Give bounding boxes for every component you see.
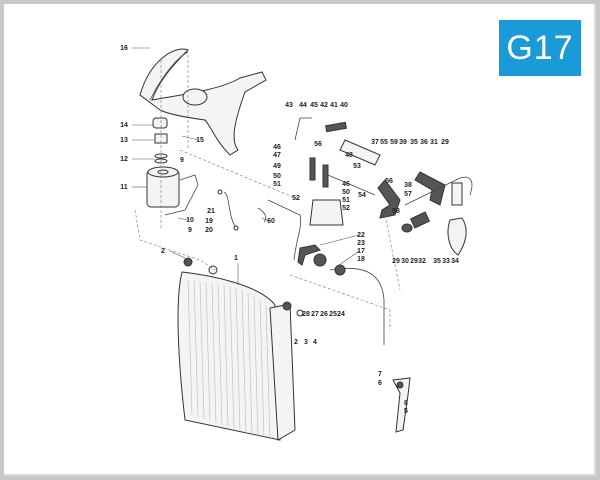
diagram-code-badge: G17 [499,20,581,76]
callout-label: 25 [329,311,337,318]
callout-label: 29 [392,258,400,265]
callout-label: 8 [404,400,408,407]
diagram-frame [4,4,596,476]
callout-label: 16 [120,45,128,52]
callout-label: 51 [273,181,281,188]
callout-label: 52 [342,205,350,212]
coolant-hoses [294,117,473,256]
callout-label: 6 [378,380,382,387]
callout-label: 46 [273,144,281,151]
callout-label: 28 [302,311,310,318]
callout-label: 53 [353,163,361,170]
callout-label: 23 [357,240,365,247]
callout-label: 57 [404,191,412,198]
callout-label: 35 [433,258,441,265]
callout-label: 18 [357,256,365,263]
callout-label: 43 [285,102,293,109]
callout-label: 20 [205,227,213,234]
callout-label: 12 [120,156,128,163]
callout-label: 9 [188,227,192,234]
callout-label: 46 [342,181,350,188]
fairing-part [139,48,267,156]
callout-label: 36 [420,139,428,146]
callout-label: 13 [120,137,128,144]
callout-label: 52 [292,195,300,202]
callout-label: 7 [378,371,382,378]
callout-label: 38 [404,182,412,189]
callout-label: 50 [342,189,350,196]
callout-label: 4 [313,339,317,346]
callout-label: 19 [205,218,213,225]
callout-label: 39 [399,139,407,146]
callout-label: 22 [357,232,365,239]
callout-label: 58 [392,208,400,215]
callout-label: 34 [451,258,459,265]
callout-label: 29 [410,258,418,265]
radiator [177,257,304,441]
callout-label: 35 [410,139,418,146]
callout-label: 41 [330,102,338,109]
callout-label: 1 [234,255,238,262]
callout-label: 49 [273,163,281,170]
callout-label: 29 [441,139,449,146]
callout-label: 37 [371,139,379,146]
callout-label: 5 [404,408,408,415]
callout-label: 9 [180,157,184,164]
callout-label: 11 [120,184,128,191]
callout-label: 15 [196,137,204,144]
callout-label: 10 [186,217,194,224]
callout-label: 59 [390,139,398,146]
callout-label: 17 [357,248,365,255]
callout-label: 45 [310,102,318,109]
expansion-tank [146,166,199,216]
callout-label: 56 [385,178,393,185]
callout-label: 2 [161,248,165,255]
callout-label: 32 [418,258,426,265]
callout-label: 14 [120,122,128,129]
callout-label: 55 [380,139,388,146]
callout-label: 50 [273,173,281,180]
callout-label: 48 [345,152,353,159]
callout-label: 51 [342,197,350,204]
callout-label: 54 [358,192,366,199]
callout-label: 30 [401,258,409,265]
callout-label: 47 [273,152,281,159]
callout-label: 2 [294,339,298,346]
bracket-part [392,377,411,433]
callout-label: 33 [442,258,450,265]
callout-label: 31 [430,139,438,146]
callout-label: 3 [304,339,308,346]
callout-label: 21 [207,208,215,215]
callout-label: 60 [267,218,275,225]
callout-label: 24 [337,311,345,318]
callout-label: 40 [340,102,348,109]
callout-label: 26 [320,311,328,318]
callout-label: 27 [311,311,319,318]
callout-label: 42 [320,102,328,109]
callout-label: 44 [299,102,307,109]
callout-label: 56 [314,141,322,148]
